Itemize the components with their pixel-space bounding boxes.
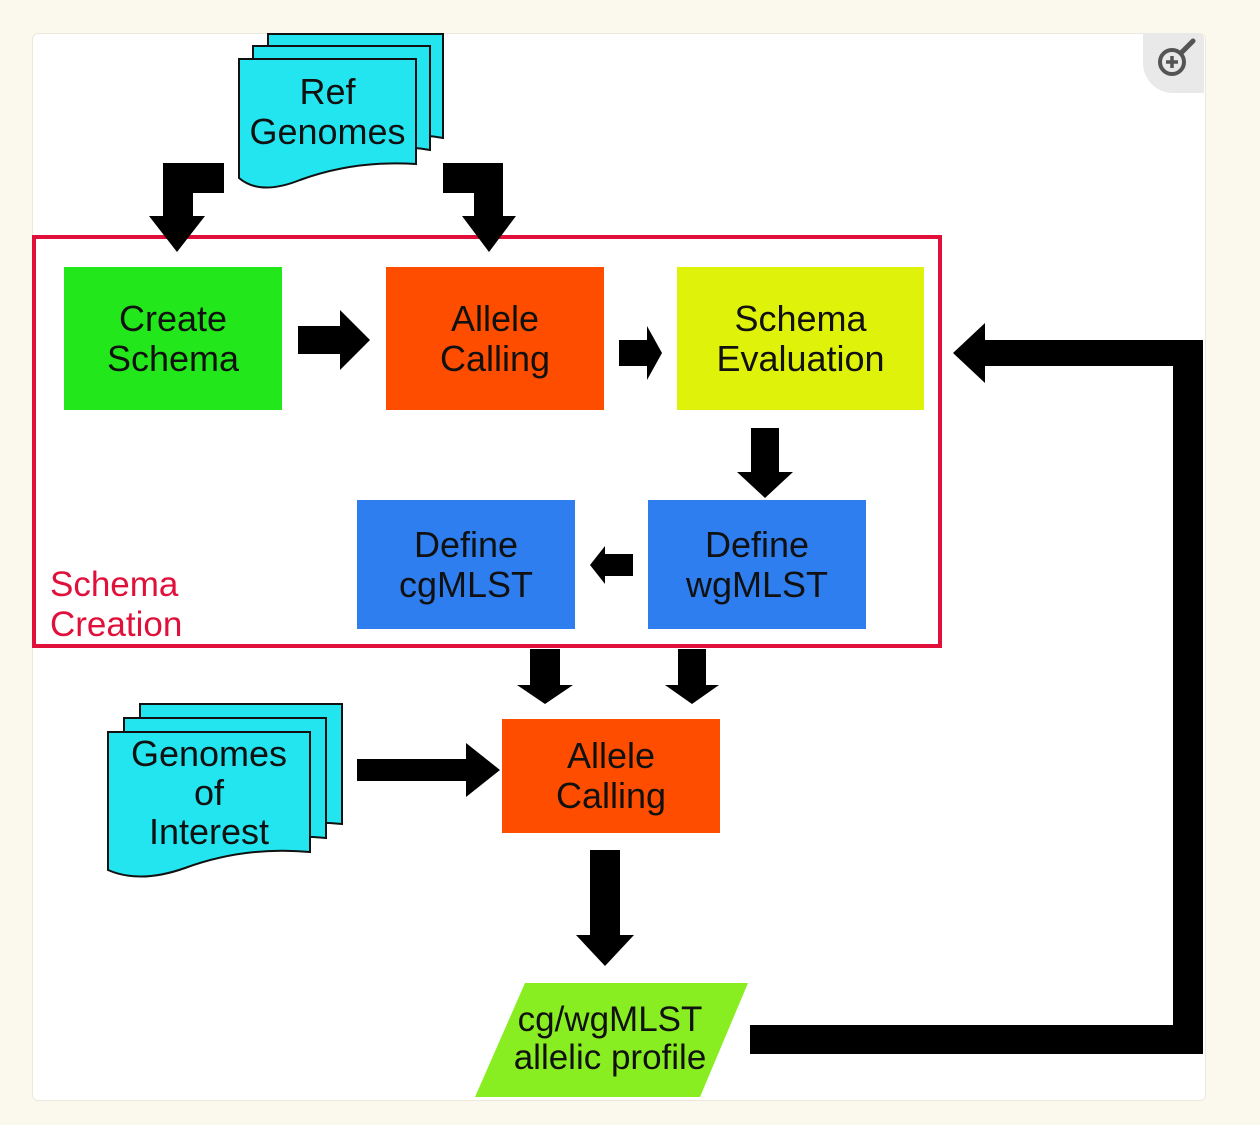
allele-calling-top-box	[386, 267, 604, 410]
arrow-ref-to-allele	[443, 163, 516, 252]
ref-genomes-label: Ref Genomes	[249, 71, 406, 152]
arrow-feedback-loop	[750, 323, 1203, 1054]
schema-evaluation-label: Schema Evaluation	[716, 297, 885, 379]
allelic-profile-shape	[475, 983, 748, 1097]
create-schema-label: Create Schema	[106, 297, 240, 379]
arrow-cgmlst-to-allele	[517, 649, 573, 704]
ref-genomes-shape	[238, 33, 444, 189]
arrow-genomes-to-allele	[357, 743, 500, 797]
arrow-ref-to-create	[149, 163, 224, 252]
define-cgmlst-box	[357, 500, 575, 629]
genomes-of-interest-shape	[107, 703, 343, 878]
genomes-of-interest-label: Genomes of Interest	[130, 732, 288, 852]
arrow-eval-to-wgmlst	[737, 428, 793, 498]
zoom-button[interactable]	[1143, 33, 1204, 93]
allele-calling-top-label: Allele Calling	[439, 297, 551, 379]
arrow-wgmlst-to-cgmlst	[590, 546, 633, 584]
schema-evaluation-box	[677, 267, 924, 410]
arrow-allele-to-eval	[619, 326, 662, 380]
allele-calling-bottom-box	[502, 719, 720, 833]
schema-creation-label: Schema Creation	[50, 565, 183, 644]
arrows	[149, 163, 1203, 1054]
create-schema-box	[64, 267, 282, 410]
arrow-create-to-allele	[298, 310, 370, 370]
define-wgmlst-label: Define wgMLST	[685, 523, 829, 605]
arrow-allele-to-profile	[576, 850, 634, 966]
zoom-in-icon	[1158, 38, 1196, 76]
define-wgmlst-box	[648, 500, 866, 629]
define-cgmlst-label: Define cgMLST	[398, 523, 534, 605]
arrow-wgmlst-to-allele	[665, 649, 719, 704]
allele-calling-bottom-label: Allele Calling	[555, 735, 667, 816]
allelic-profile-label: cg/wgMLST allelic profile	[513, 1000, 707, 1077]
